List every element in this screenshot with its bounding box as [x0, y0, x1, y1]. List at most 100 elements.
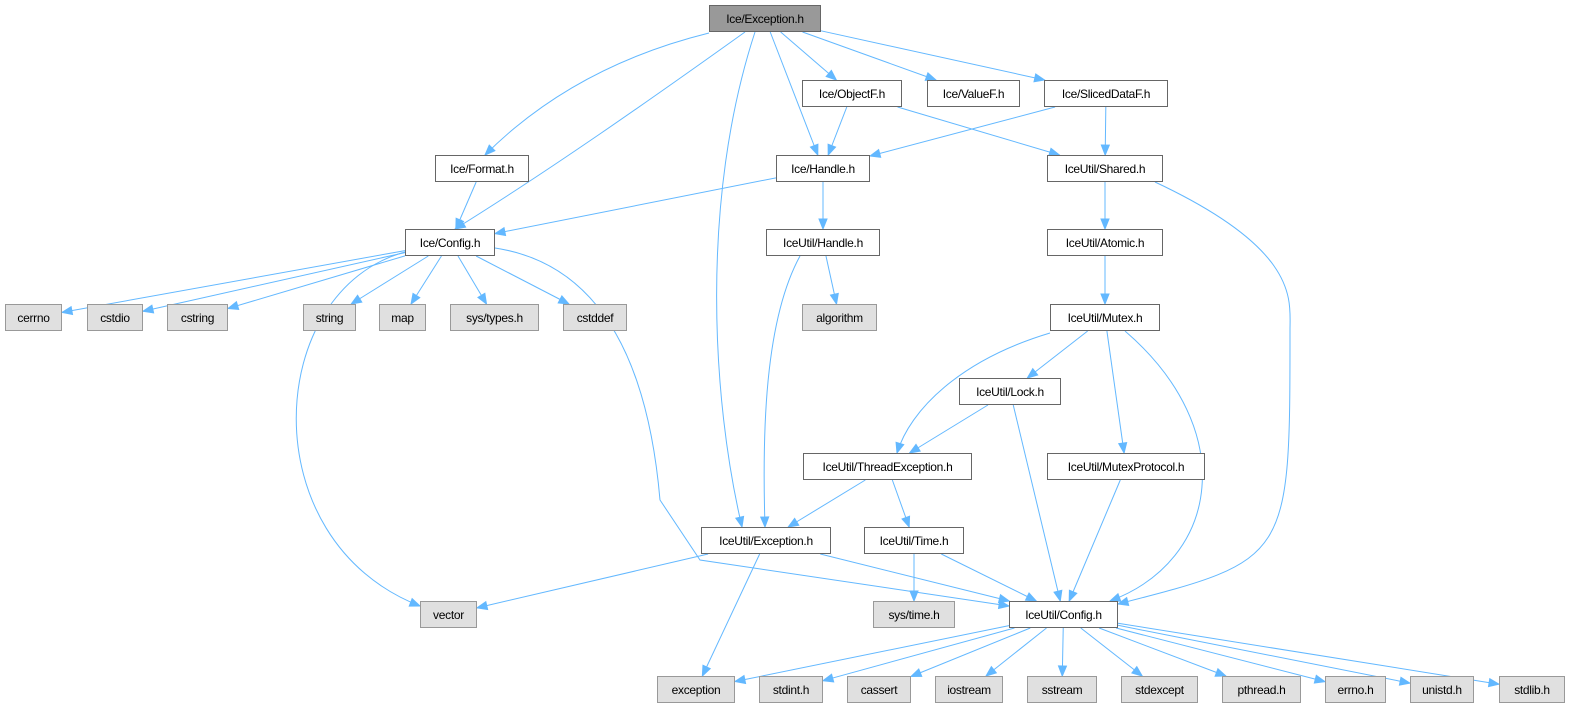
edge-iceutil-time-to-iceutil-config — [941, 553, 1038, 602]
node-iceutil-mutex[interactable]: IceUtil/Mutex.h — [1050, 304, 1160, 331]
node-ice-format[interactable]: Ice/Format.h — [435, 155, 529, 182]
node-iceutil-config[interactable]: IceUtil/Config.h — [1009, 601, 1118, 628]
node-ice-sliceddataf[interactable]: Ice/SlicedDataF.h — [1044, 80, 1168, 107]
node-iceutil-atomic[interactable]: IceUtil/Atomic.h — [1047, 229, 1163, 256]
node-label: IceUtil/MutexProtocol.h — [1067, 459, 1185, 474]
node-label: Ice/Format.h — [450, 161, 514, 176]
node-label: errno.h — [1337, 682, 1374, 697]
node-label: Ice/Config.h — [419, 235, 481, 250]
node-iceutil-shared[interactable]: IceUtil/Shared.h — [1047, 155, 1163, 182]
node-cstddef: cstddef — [563, 304, 627, 331]
node-label: vector — [433, 607, 464, 622]
node-label: exception — [671, 682, 721, 697]
node-label: unistd.h — [1422, 682, 1462, 697]
edge-iceutil-config-to-exception — [733, 625, 1010, 685]
node-label: Ice/Handle.h — [791, 161, 855, 176]
node-iceutil-threadexception[interactable]: IceUtil/ThreadException.h — [803, 453, 972, 480]
node-label: Ice/SlicedDataF.h — [1061, 86, 1151, 101]
node-label: Ice/ValueF.h — [942, 86, 1005, 101]
edge-iceutil-mutex-to-iceutil-lock — [1026, 330, 1088, 379]
node-iceutil-handle[interactable]: IceUtil/Handle.h — [766, 229, 880, 256]
edge-ice-format-to-ice-config — [455, 181, 477, 231]
node-map: map — [379, 304, 426, 331]
node-sstream: sstream — [1027, 676, 1097, 703]
node-label: cassert — [860, 682, 898, 697]
node-label: string — [315, 310, 344, 325]
node-ice-config[interactable]: Ice/Config.h — [405, 229, 495, 256]
edge-iceutil-config-to-unistd — [1117, 624, 1412, 686]
node-label: IceUtil/Atomic.h — [1065, 235, 1145, 250]
edge-iceutil-exception-to-exception — [701, 553, 761, 678]
edge-iceutil-threadexception-to-iceutil-time — [891, 479, 911, 529]
edge-iceutil-handle-to-iceutil-exception — [759, 255, 801, 529]
node-iceutil-exception[interactable]: IceUtil/Exception.h — [701, 527, 831, 554]
edge-iceutil-config-to-stdlib — [1117, 622, 1501, 688]
node-cerrno: cerrno — [5, 304, 62, 331]
node-iostream: iostream — [935, 676, 1003, 703]
edge-iceutil-mutexprotocol-to-iceutil-config — [1068, 479, 1121, 603]
node-label: sys/time.h — [888, 607, 940, 622]
node-label: IceUtil/Shared.h — [1064, 161, 1146, 176]
edge-iceutil-time-to-sys-time — [909, 554, 919, 603]
node-iceutil-mutexprotocol[interactable]: IceUtil/MutexProtocol.h — [1047, 453, 1205, 480]
node-label: pthread.h — [1237, 682, 1286, 697]
node-ice-valuef[interactable]: Ice/ValueF.h — [927, 80, 1020, 107]
node-ice-objectf[interactable]: Ice/ObjectF.h — [802, 80, 902, 107]
edge-iceutil-exception-to-vector — [475, 553, 709, 611]
edge-iceutil-exception-to-iceutil-config — [820, 553, 1011, 604]
edge-ice-exception-to-ice-format — [484, 32, 710, 156]
node-iceutil-lock[interactable]: IceUtil/Lock.h — [959, 378, 1061, 405]
node-cstring: cstring — [167, 304, 228, 331]
node-stdexcept: stdexcept — [1121, 676, 1198, 703]
edge-ice-config-to-cerrno — [60, 250, 406, 316]
edge-iceutil-threadexception-to-iceutil-exception — [787, 479, 866, 528]
node-errno: errno.h — [1325, 676, 1386, 703]
node-label: iostream — [947, 682, 991, 697]
node-iceutil-time[interactable]: IceUtil/Time.h — [864, 527, 964, 554]
edge-iceutil-mutex-to-iceutil-mutexprotocol — [1106, 330, 1128, 455]
node-label: IceUtil/ThreadException.h — [822, 459, 953, 474]
node-label: IceUtil/Mutex.h — [1067, 310, 1143, 325]
edge-ice-exception-to-ice-sliceddataf — [820, 30, 1046, 83]
edge-iceutil-config-to-cassert — [909, 627, 1031, 677]
edge-ice-config-to-iceutil-config — [494, 247, 1011, 610]
edge-iceutil-mutex-to-iceutil-threadexception — [895, 332, 1051, 455]
node-label: cstdio — [100, 310, 130, 325]
node-label: cstddef — [576, 310, 614, 325]
edge-ice-config-to-cstddef — [475, 255, 571, 305]
node-label: cerrno — [17, 310, 50, 325]
node-stdint: stdint.h — [759, 676, 823, 703]
node-pthread: pthread.h — [1222, 676, 1301, 703]
edge-ice-config-to-cstring — [226, 255, 406, 310]
node-label: stdlib.h — [1514, 682, 1550, 697]
node-label: IceUtil/Config.h — [1025, 607, 1102, 622]
edge-ice-exception-to-ice-objectf — [780, 31, 838, 81]
node-label: Ice/Exception.h — [726, 11, 804, 26]
edge-ice-sliceddataf-to-iceutil-shared — [1100, 106, 1111, 157]
edge-iceutil-handle-to-algorithm — [825, 255, 839, 306]
node-label: map — [391, 310, 414, 325]
node-label: sys/types.h — [466, 310, 523, 325]
node-string: string — [303, 304, 356, 331]
edge-ice-config-to-cstdio — [141, 252, 406, 314]
edge-iceutil-shared-to-iceutil-atomic — [1100, 182, 1110, 231]
edge-iceutil-atomic-to-iceutil-mutex — [1100, 256, 1110, 306]
node-exception: exception — [657, 676, 735, 703]
edge-ice-config-to-string — [350, 255, 429, 305]
edge-ice-config-to-sys-types — [457, 255, 488, 306]
node-sys-time: sys/time.h — [873, 601, 955, 628]
node-label: IceUtil/Handle.h — [783, 235, 863, 250]
node-label: stdexcept — [1135, 682, 1184, 697]
edge-ice-exception-to-iceutil-exception — [716, 31, 756, 529]
edge-iceutil-config-to-sstream — [1057, 627, 1068, 678]
node-ice-exception[interactable]: Ice/Exception.h — [709, 5, 821, 32]
edge-iceutil-config-to-errno — [1115, 627, 1327, 684]
node-label: IceUtil/Exception.h — [719, 533, 813, 548]
node-label: cstring — [180, 310, 215, 325]
node-unistd: unistd.h — [1410, 676, 1474, 703]
node-ice-handle[interactable]: Ice/Handle.h — [776, 155, 870, 182]
edge-iceutil-config-to-pthread — [1098, 627, 1228, 677]
node-label: algorithm — [816, 310, 863, 325]
